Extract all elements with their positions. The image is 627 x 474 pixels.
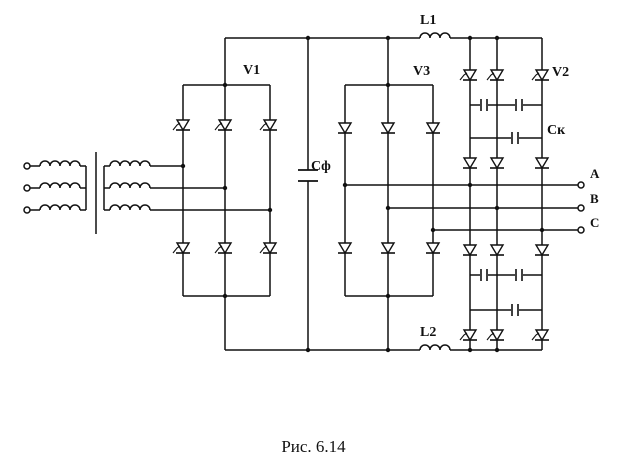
label-terminal-c: C xyxy=(590,215,599,230)
label-v3: V3 xyxy=(413,64,430,79)
label-ck: Cк xyxy=(547,123,566,138)
label-cf: Cф xyxy=(311,159,331,174)
figure-caption: Рис. 6.14 xyxy=(281,437,346,456)
inductor-l1 xyxy=(419,32,542,39)
input-transformer xyxy=(23,152,270,234)
switch-assembly-v2 xyxy=(459,35,550,353)
label-v2: V2 xyxy=(552,65,569,80)
label-terminal-a: A xyxy=(590,166,600,181)
bridge-v3 xyxy=(337,35,441,353)
output-lines xyxy=(342,182,578,233)
label-l2: L2 xyxy=(420,325,436,340)
label-terminal-b: B xyxy=(590,191,599,206)
rectifier-v1 xyxy=(172,38,278,299)
terminal-b xyxy=(577,204,585,212)
dc-link xyxy=(224,35,420,353)
output-terminals xyxy=(577,181,585,234)
label-l1: L1 xyxy=(420,13,436,28)
terminal-c xyxy=(577,226,585,234)
terminal-a xyxy=(577,181,585,189)
filter-capacitor xyxy=(298,169,318,182)
label-v1: V1 xyxy=(243,63,260,78)
inductor-l2 xyxy=(419,344,542,351)
commutating-capacitors xyxy=(480,98,523,317)
